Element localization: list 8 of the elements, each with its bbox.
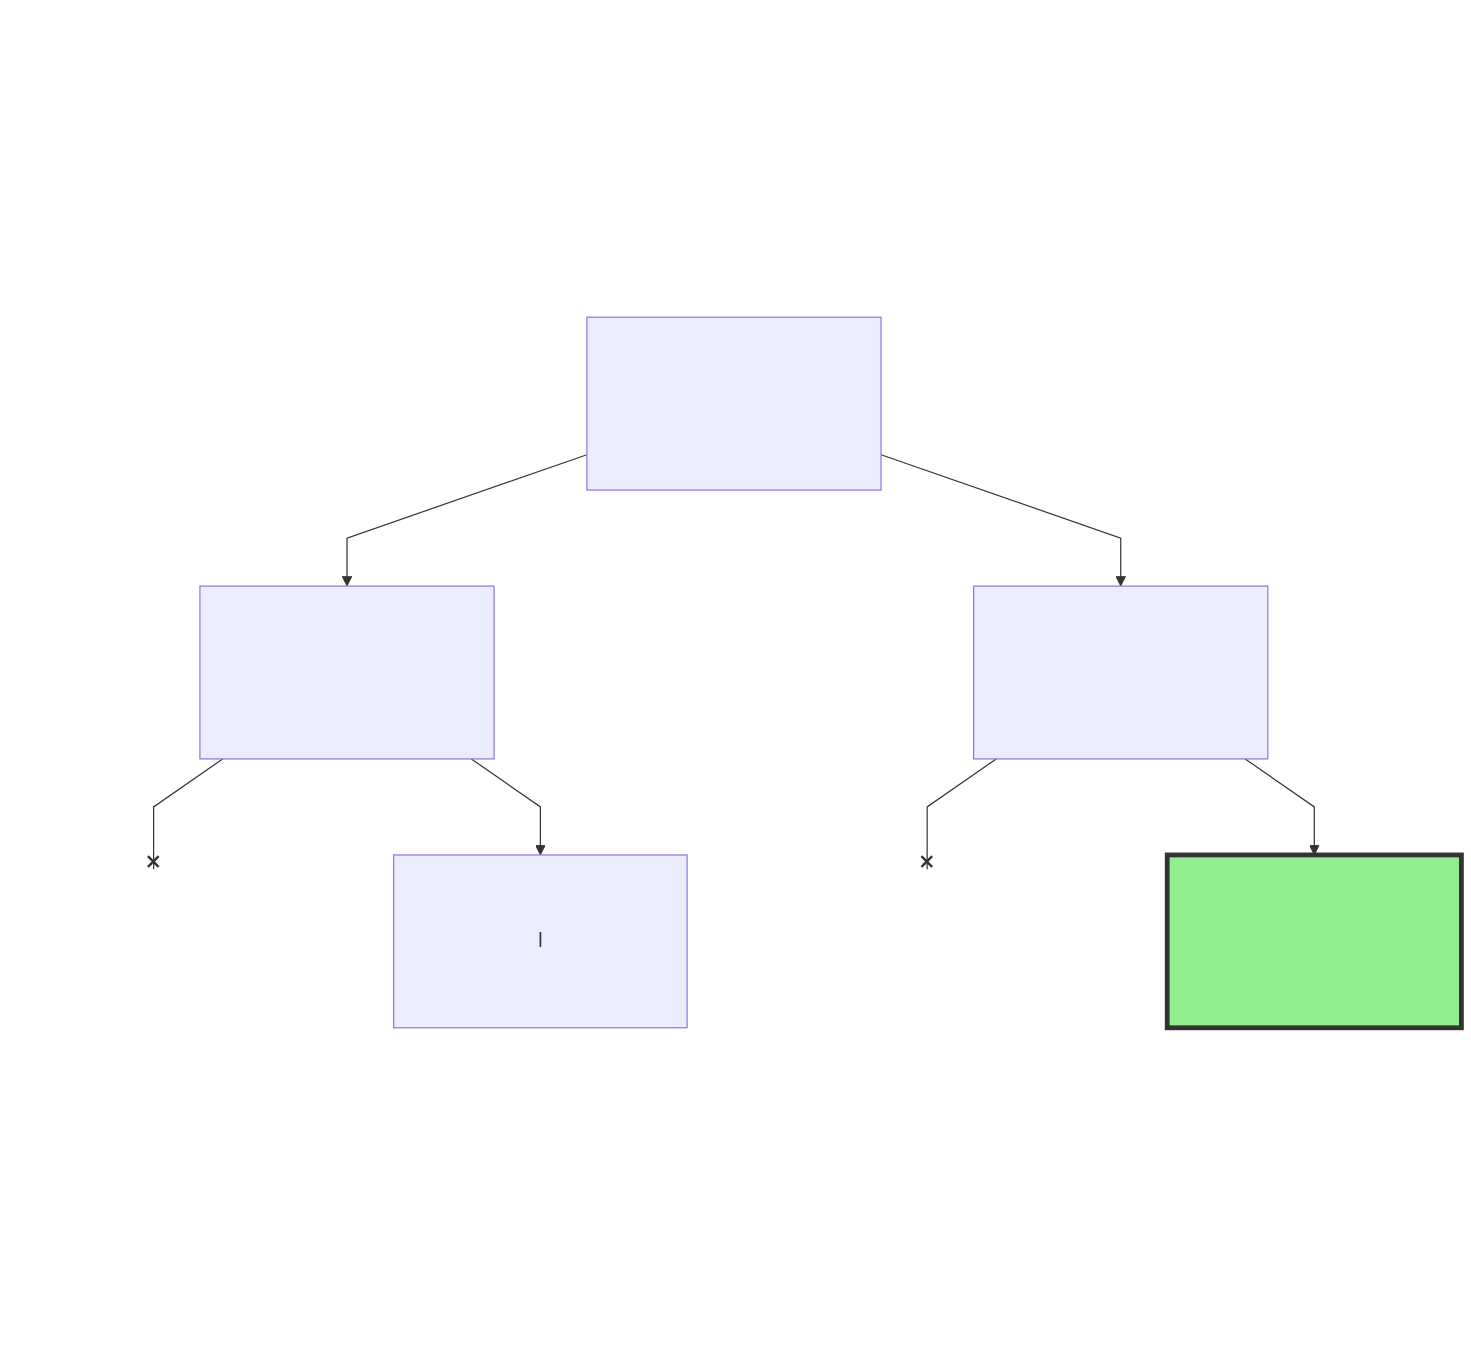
connector: [146, 758, 224, 870]
arrow: [470, 758, 546, 856]
node-box: [973, 585, 1269, 760]
node-box: l: [393, 854, 688, 1029]
node-box: [1164, 852, 1464, 1031]
node-box: [586, 316, 882, 491]
node-box: [199, 585, 495, 760]
connector: [920, 758, 997, 870]
